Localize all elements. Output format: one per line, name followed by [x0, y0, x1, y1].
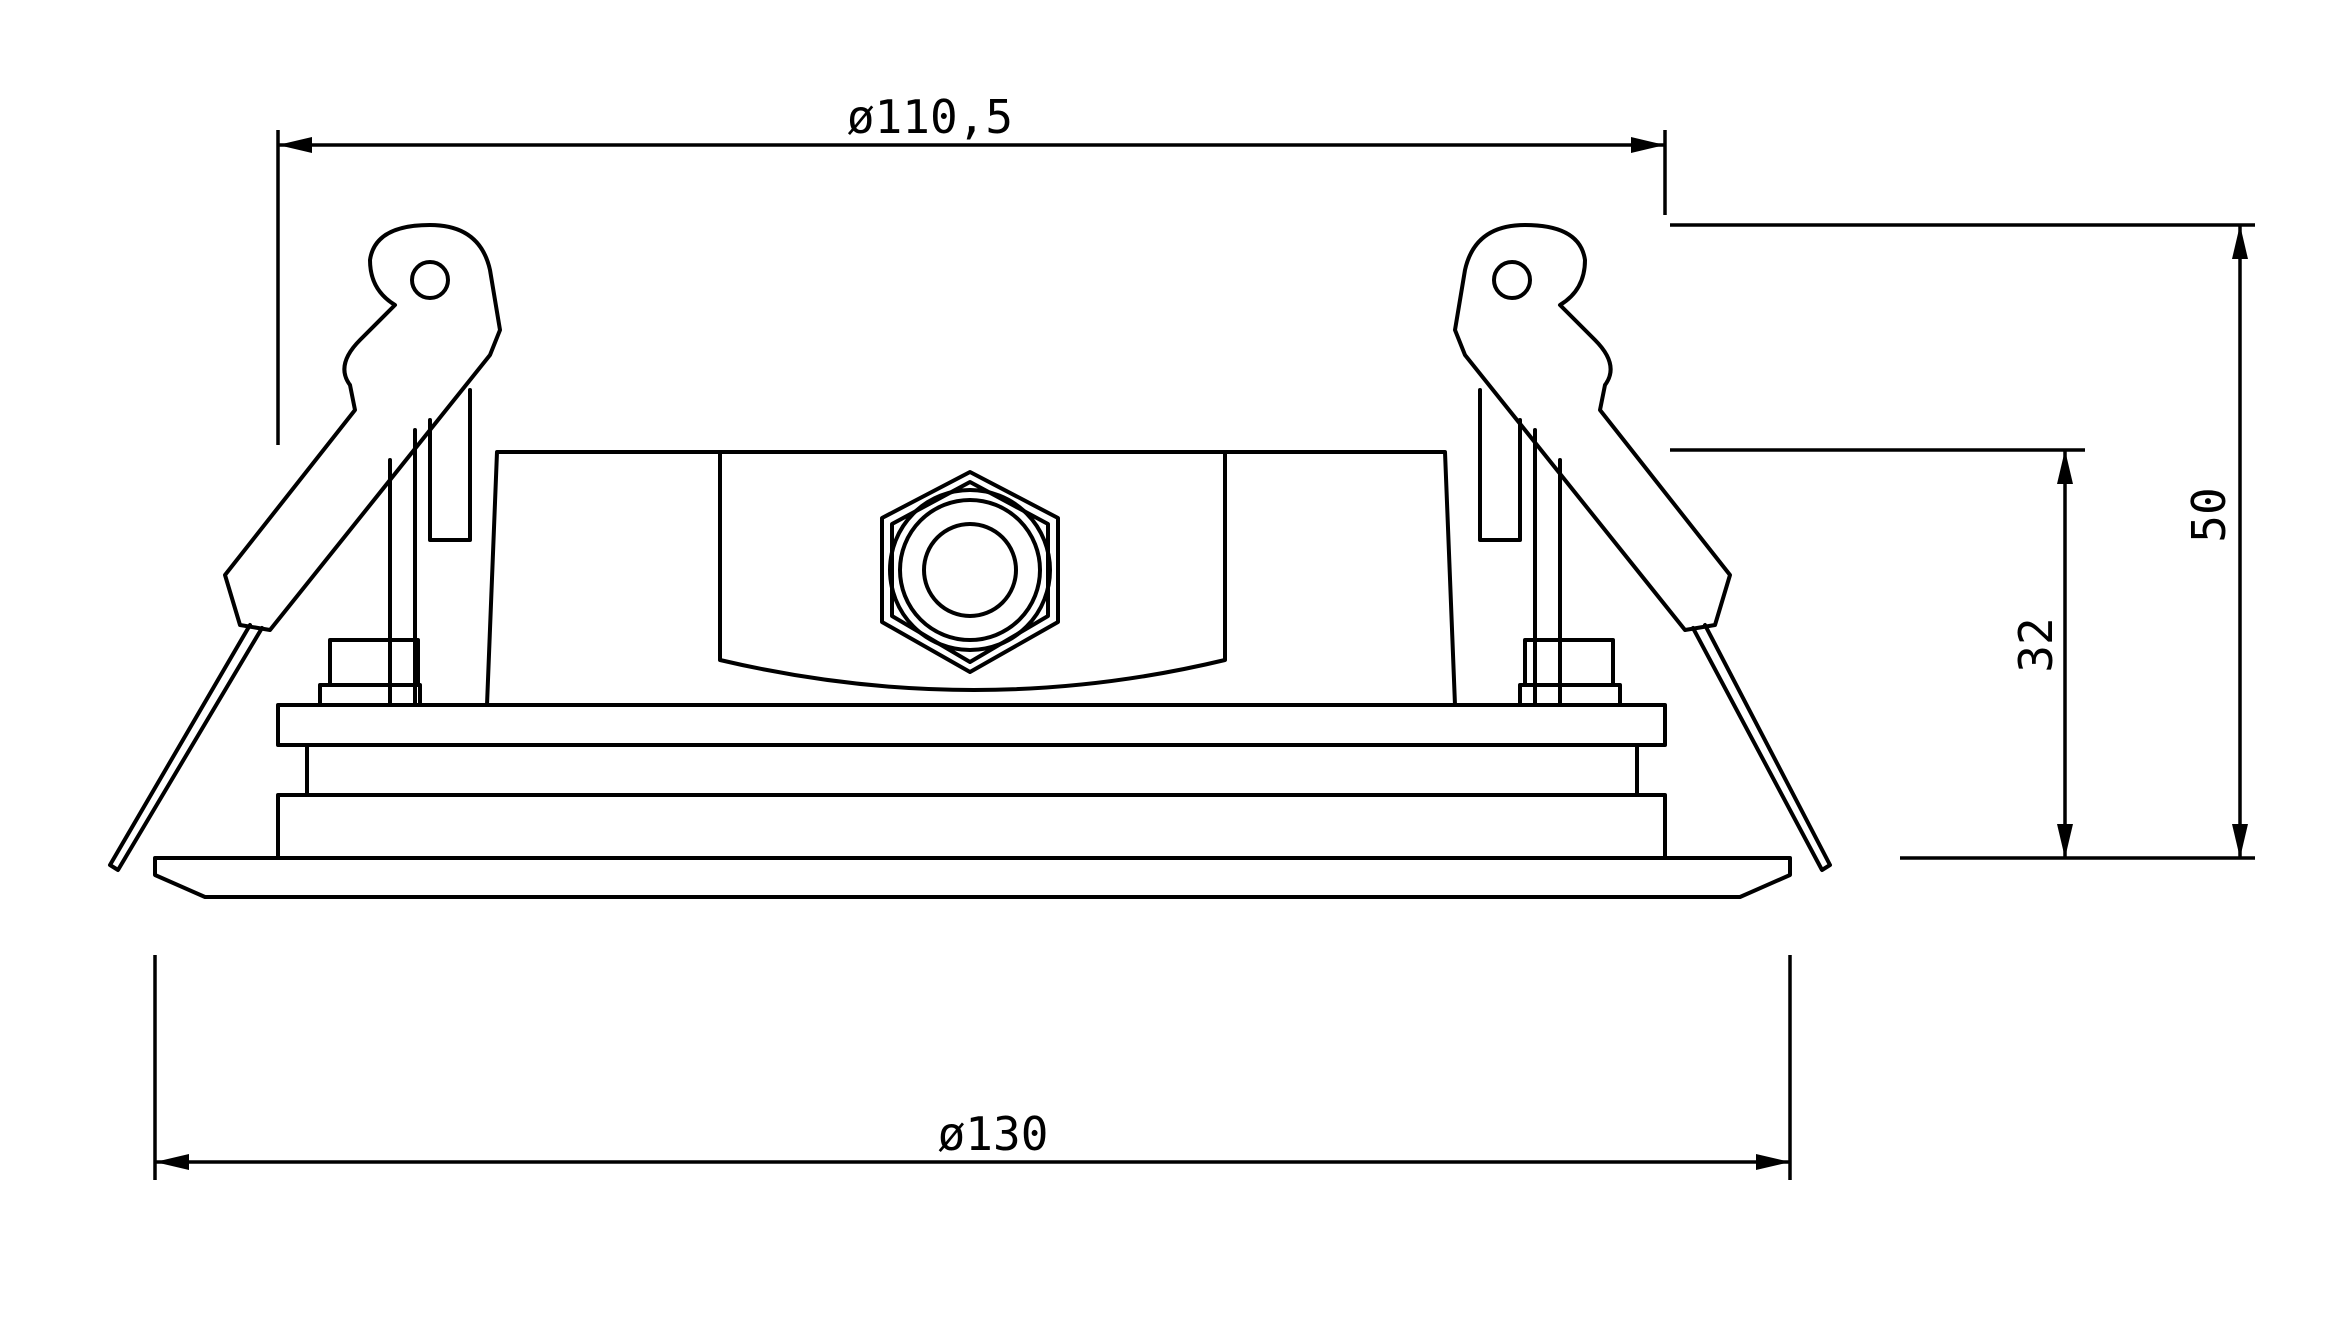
housing-body — [485, 450, 1457, 707]
dimension-top-diameter: ø110,5 — [276, 90, 1667, 445]
height-extension-lines — [1670, 223, 2255, 860]
overall-height-label: 50 — [2182, 487, 2236, 542]
dimension-bottom-diameter: ø130 — [153, 955, 1792, 1180]
dimension-body-height: 32 — [2009, 450, 2073, 858]
upper-body-ring — [276, 703, 1667, 747]
right-spring-clip — [1453, 223, 1832, 872]
top-diameter-label: ø110,5 — [847, 90, 1013, 144]
left-spring-clip — [108, 223, 502, 872]
dimension-overall-height: 50 — [2182, 225, 2248, 858]
body-height-label: 32 — [2009, 617, 2063, 672]
lower-body-ring — [276, 743, 1667, 860]
bottom-diameter-label: ø130 — [938, 1107, 1049, 1161]
base-flange — [153, 856, 1792, 899]
cable-gland-nut — [880, 470, 1060, 674]
